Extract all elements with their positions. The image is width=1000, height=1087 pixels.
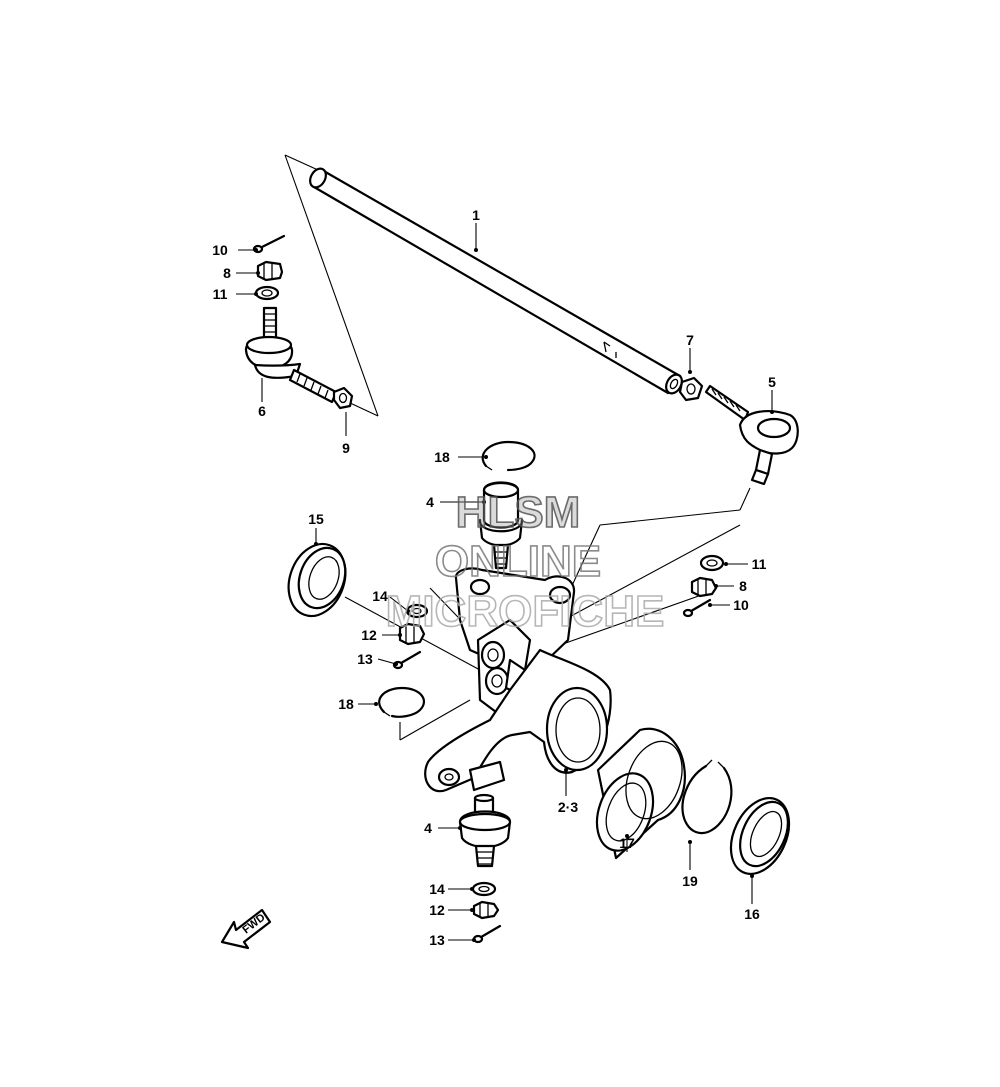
ball-joint-top[interactable] [478, 481, 524, 570]
callout-7[interactable]: 7 [686, 332, 694, 348]
callout-12-middle[interactable]: 12 [361, 627, 377, 643]
callout-10-top[interactable]: 10 [212, 242, 228, 258]
cotter-pin-top-left[interactable] [252, 234, 286, 254]
callout-13-bottom[interactable]: 13 [429, 932, 445, 948]
tie-rod-end-right[interactable] [704, 384, 799, 486]
washer-right[interactable] [699, 554, 725, 572]
callout-1[interactable]: 1 [472, 207, 480, 223]
steering-knuckle[interactable] [424, 567, 612, 793]
callout-4-top[interactable]: 4 [426, 494, 434, 510]
callout-2-3[interactable]: 2·3 [558, 799, 578, 815]
fwd-arrow-icon: FWD [220, 908, 272, 950]
callout-4-bottom[interactable]: 4 [424, 820, 432, 836]
callout-18-top[interactable]: 18 [434, 449, 450, 465]
callout-leaders [236, 223, 774, 942]
callout-5[interactable]: 5 [768, 374, 776, 390]
callout-11-right[interactable]: 11 [752, 556, 767, 572]
nut-left[interactable] [332, 386, 354, 410]
castle-nut-top-left[interactable] [256, 260, 284, 282]
callout-18-lower[interactable]: 18 [338, 696, 354, 712]
snap-ring[interactable] [681, 759, 733, 835]
watermark-line1: HLSM [456, 488, 581, 537]
callout-labels: 1 10 8 11 6 9 7 5 18 4 15 11 8 10 14 12 … [212, 207, 776, 948]
tie-rod[interactable] [307, 166, 685, 396]
watermark-line2: ONLINE [435, 537, 601, 586]
cotter-pin-middle[interactable] [392, 650, 422, 670]
callout-17[interactable]: 17 [619, 835, 635, 851]
callout-11-top[interactable]: 11 [213, 286, 228, 302]
cotter-pin-bottom[interactable] [472, 924, 502, 944]
castle-nut-right[interactable] [690, 576, 718, 598]
ball-joint-bottom[interactable] [458, 793, 512, 868]
lock-nut[interactable] [678, 376, 704, 402]
oil-seal-right[interactable] [720, 789, 801, 883]
castle-nut-middle[interactable] [398, 622, 426, 646]
callout-15[interactable]: 15 [308, 511, 324, 527]
callout-8-top[interactable]: 8 [223, 265, 231, 281]
watermark: HLSM HLSM ONLINE MICROFICHE [385, 487, 665, 637]
cotter-pin-right[interactable] [682, 598, 712, 618]
callout-16[interactable]: 16 [744, 906, 760, 922]
callout-9[interactable]: 9 [342, 440, 350, 456]
callout-14-bottom[interactable]: 14 [429, 881, 445, 897]
callout-8-right[interactable]: 8 [739, 578, 747, 594]
callout-14-middle[interactable]: 14 [372, 588, 388, 604]
castle-nut-bottom[interactable] [472, 900, 500, 920]
watermark-line1-fill: HLSM [456, 488, 581, 537]
callout-19[interactable]: 19 [682, 873, 698, 889]
watermark-line3: MICROFICHE [386, 587, 665, 636]
circlip-lower[interactable] [378, 686, 426, 718]
wheel-bearing[interactable] [587, 727, 692, 860]
oil-seal-left[interactable] [279, 536, 355, 624]
callout-12-bottom[interactable]: 12 [429, 902, 445, 918]
circlip-top[interactable] [481, 440, 536, 472]
washer-bottom[interactable] [471, 881, 497, 897]
callout-13-middle[interactable]: 13 [357, 651, 373, 667]
washer-top-left[interactable] [254, 285, 280, 301]
tie-rod-end-left[interactable] [244, 306, 338, 404]
callout-6[interactable]: 6 [258, 403, 266, 419]
callout-10-right[interactable]: 10 [733, 597, 749, 613]
